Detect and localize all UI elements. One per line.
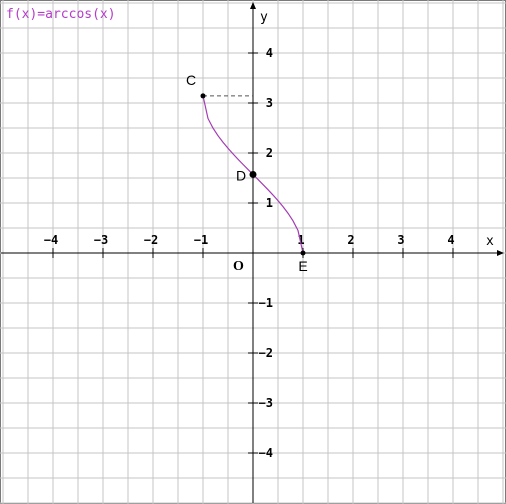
y-tick-label: 1 [266, 196, 273, 210]
tick-labels: −4 −3 −2 −1 1 2 3 4 4 3 2 1 −1 −2 −3 −4 [44, 46, 455, 460]
point-label-d: D [236, 167, 246, 183]
x-tick-label: 4 [447, 233, 454, 247]
y-tick-label: −4 [259, 446, 273, 460]
x-tick-label: −2 [144, 233, 158, 247]
point-e [300, 250, 306, 256]
y-tick-label: 2 [266, 146, 273, 160]
point-d [249, 170, 257, 178]
point-label-e: E [298, 258, 307, 274]
x-tick-label: 1 [297, 233, 304, 247]
x-tick-label: −1 [194, 233, 208, 247]
y-tick-label: −3 [259, 396, 273, 410]
y-tick-label: 3 [266, 96, 273, 110]
x-tick-label: 2 [347, 233, 354, 247]
origin-label: O [233, 259, 244, 274]
point-c [200, 93, 206, 99]
x-axis-arrow [497, 250, 504, 256]
x-tick-label: −4 [44, 233, 58, 247]
y-axis-label: y [260, 10, 268, 25]
x-axis-label: x [486, 234, 494, 249]
y-tick-label: 4 [266, 46, 273, 60]
points: C D E [186, 72, 308, 274]
x-tick-label: 3 [397, 233, 404, 247]
y-axis-arrow [250, 2, 256, 9]
x-tick-label: −3 [94, 233, 108, 247]
function-title: f(x)=arccos(x) [6, 7, 116, 22]
point-label-c: C [186, 72, 196, 88]
y-tick-label: −1 [259, 296, 273, 310]
y-tick-label: −2 [259, 346, 273, 360]
ticks [52, 52, 454, 454]
